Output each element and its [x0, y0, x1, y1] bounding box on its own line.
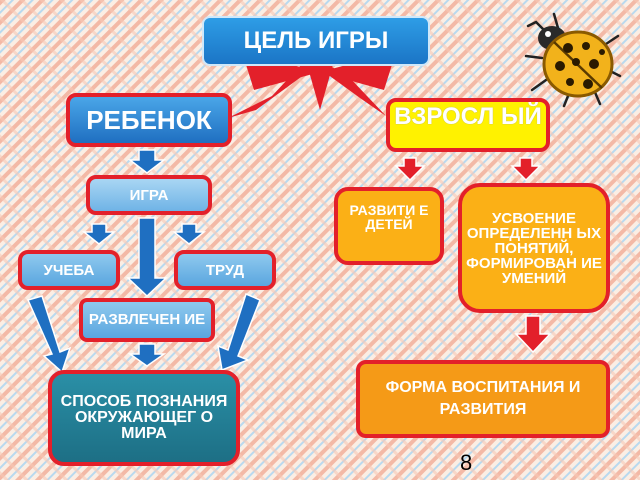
arrow-game-to-study — [81, 223, 117, 245]
game-goal-title: ЦЕЛЬ ИГРЫ — [202, 16, 430, 66]
cognition-way-label: СПОСОБ ПОЗНАНИЯ ОКРУЖАЮЩЕГ О МИРА — [60, 393, 228, 442]
game-box: ИГРА — [86, 175, 212, 215]
title-text: ЦЕЛЬ ИГРЫ — [243, 27, 389, 54]
labor-label: ТРУД — [205, 261, 245, 279]
study-box: УЧЕБА — [18, 250, 120, 290]
child-label: РЕБЕНОК — [86, 104, 212, 135]
arrow-adult-to-development — [394, 157, 426, 182]
arrow-game-to-entertainment — [126, 217, 168, 298]
arrow-labor-to-way — [217, 292, 261, 372]
upbringing-form-label: ФОРМА ВОСПИТАНИЯ И РАЗВИТИЯ — [385, 379, 581, 418]
arrow-adult-to-learning — [510, 157, 542, 182]
cognition-way-box: СПОСОБ ПОЗНАНИЯ ОКРУЖАЮЩЕГ О МИРА — [48, 370, 240, 466]
arrow-learning-to-form — [514, 315, 552, 354]
entertainment-box: РАЗВЛЕЧЕН ИЕ — [79, 298, 215, 342]
concept-learning-label: УСВОЕНИЕ ОПРЕДЕЛЕНН ЫХ ПОНЯТИЙ, ФОРМИРОВ… — [466, 210, 602, 287]
labor-box: ТРУД — [174, 250, 276, 290]
child-development-label: РАЗВИТИ Е ДЕТЕЙ — [349, 202, 429, 232]
child-box: РЕБЕНОК — [66, 93, 232, 147]
adult-box: ВЗРОСЛ ЫЙ — [386, 98, 550, 152]
child-development-box: РАЗВИТИ Е ДЕТЕЙ — [334, 187, 444, 265]
entertainment-label: РАЗВЛЕЧЕН ИЕ — [88, 311, 206, 328]
upbringing-form-box: ФОРМА ВОСПИТАНИЯ И РАЗВИТИЯ — [356, 360, 610, 438]
red-star-shape-right — [316, 66, 386, 116]
study-label: УЧЕБА — [43, 261, 95, 279]
arrow-entertainment-to-way — [127, 343, 167, 367]
game-label: ИГРА — [129, 186, 169, 204]
arrow-game-to-labor — [171, 223, 207, 245]
arrow-study-to-way — [26, 295, 72, 374]
concept-learning-box: УСВОЕНИЕ ОПРЕДЕЛЕНН ЫХ ПОНЯТИЙ, ФОРМИРОВ… — [458, 183, 610, 313]
page-number: 8 — [460, 450, 473, 475]
arrow-child-to-game — [127, 149, 167, 174]
adult-label: ВЗРОСЛ ЫЙ — [394, 103, 542, 130]
ladybug-icon — [524, 12, 622, 108]
